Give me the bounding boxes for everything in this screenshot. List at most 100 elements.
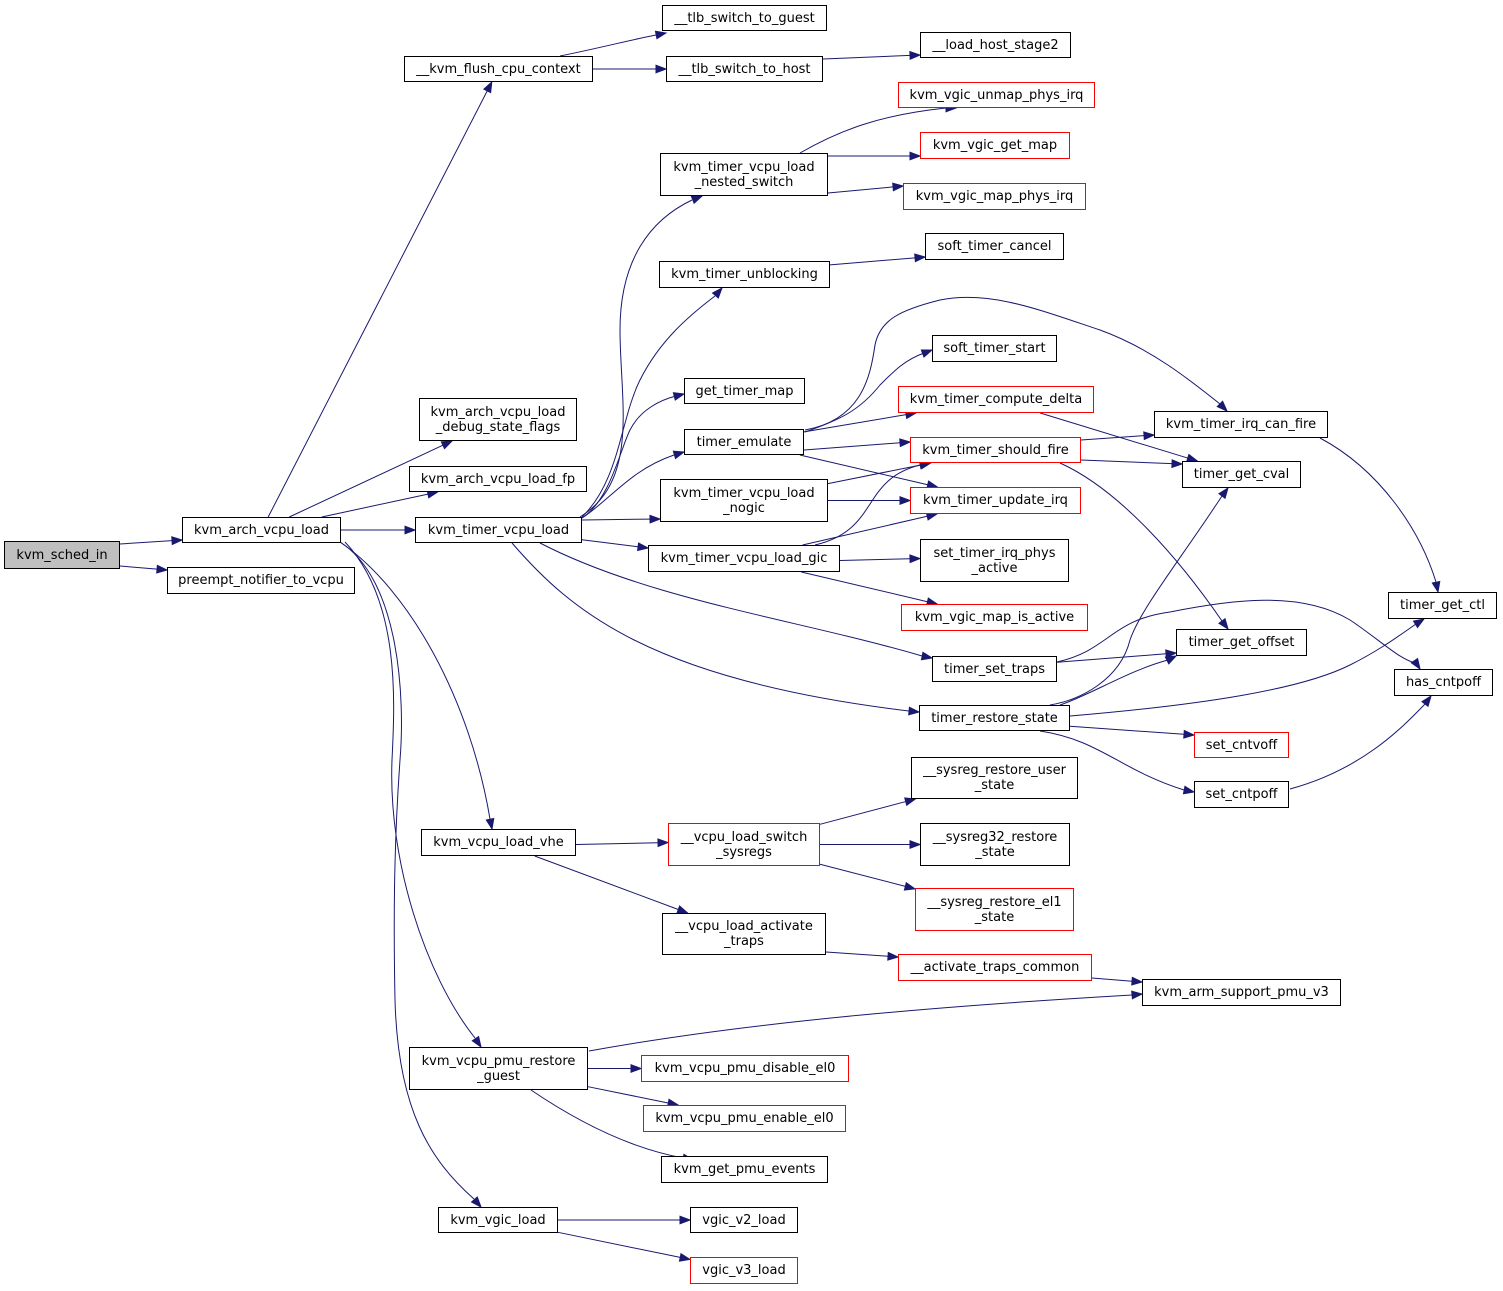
node-tlb-switch-to-guest[interactable]: __tlb_switch_to_guest [662,5,827,31]
edge-kvm-timer-vcpu-load-to-kvm-timer-vcpu-load-nested-switch [579,195,704,518]
node-set-timer-irq-phys-active[interactable]: set_timer_irq_phys _active [920,539,1069,582]
edge-kvm-vcpu-pmu-restore-guest-to-kvm-arm-support-pmu-v3 [588,990,1144,1052]
node-sysreg32-restore-state[interactable]: __sysreg32_restore _state [920,823,1070,866]
edge-kvm-timer-vcpu-load-nested-switch-to-kvm-vgic-map-phys-irq [827,182,905,194]
edge-timer-restore-state-to-timer-get-offset [1059,655,1178,706]
node-kvm-vcpu-pmu-disable-el0[interactable]: kvm_vcpu_pmu_disable_el0 [641,1055,849,1082]
edge-kvm-timer-vcpu-load-to-get-timer-map [581,392,686,519]
edge-timer-restore-state-to-timer-get-cval [1049,486,1229,706]
edge-kvm-timer-vcpu-load-gic-to-kvm-timer-should-fire [814,460,932,546]
edge-kvm-vcpu-pmu-restore-guest-to-kvm-vcpu-pmu-enable-el0 [587,1086,680,1108]
edge-timer-set-traps-to-timer-get-offset [1056,649,1178,663]
node-timer-get-cval[interactable]: timer_get_cval [1182,461,1301,488]
edge-kvm-arch-vcpu-load-to-kvm-flush-cpu-context [267,80,493,518]
edge-kvm-timer-vcpu-load-to-kvm-timer-vcpu-load-gic [581,539,650,552]
node-kvm-get-pmu-events[interactable]: kvm_get_pmu_events [661,1156,828,1183]
node-kvm-vgic-map-is-active[interactable]: kvm_vgic_map_is_active [901,604,1088,631]
edge-activate-traps-common-to-kvm-arm-support-pmu-v3 [1091,976,1144,986]
edge-kvm-sched-in-to-kvm-arch-vcpu-load [119,536,184,546]
node-vgic-v3-load[interactable]: vgic_v3_load [690,1257,798,1284]
edge-timer-emulate-to-kvm-timer-irq-can-fire [804,296,1228,431]
node-kvm-vgic-map-phys-irq[interactable]: kvm_vgic_map_phys_irq [903,183,1086,210]
node-kvm-timer-compute-delta[interactable]: kvm_timer_compute_delta [898,386,1094,413]
edge-kvm-timer-vcpu-load-to-kvm-timer-unblocking [581,286,723,518]
edge-set-cntpoff-to-has-cntpoff [1289,694,1432,790]
edge-kvm-vgic-load-to-vgic-v3-load [557,1231,692,1262]
edge-kvm-arch-vcpu-load-to-kvm-vcpu-load-vhe [339,541,495,831]
edge-kvm-timer-should-fire-to-kvm-timer-irq-can-fire [1080,431,1156,441]
edge-kvm-arch-vcpu-load-to-kvm-arch-vcpu-load-fp [321,489,440,518]
edge-vcpu-load-activate-traps-to-activate-traps-common [825,951,900,961]
node-kvm-vcpu-pmu-enable-el0[interactable]: kvm_vcpu_pmu_enable_el0 [643,1105,846,1132]
node-kvm-timer-vcpu-load-nogic[interactable]: kvm_timer_vcpu_load _nogic [660,479,828,522]
edge-kvm-arch-vcpu-load-to-kvm-vgic-load [339,541,482,1209]
node-set-cntvoff[interactable]: set_cntvoff [1194,732,1289,758]
edge-kvm-timer-vcpu-load-to-timer-emulate [581,450,686,519]
node-vcpu-load-switch-sysregs[interactable]: __vcpu_load_switch _sysregs [668,823,820,866]
node-timer-set-traps[interactable]: timer_set_traps [932,656,1057,682]
edge-vcpu-load-switch-sysregs-to-sysreg-restore-user-state [819,797,917,825]
node-kvm-timer-vcpu-load-gic[interactable]: kvm_timer_vcpu_load_gic [648,545,840,572]
edge-kvm-timer-vcpu-load-gic-to-set-timer-irq-phys-active [839,554,922,564]
edge-kvm-timer-vcpu-load-nested-switch-to-kvm-vgic-get-map [828,151,922,161]
node-kvm-arch-vcpu-load-debug-state-flags[interactable]: kvm_arch_vcpu_load _debug_state_flags [419,398,577,441]
node-has-cntpoff[interactable]: has_cntpoff [1394,669,1493,696]
edge-kvm-vcpu-pmu-restore-guest-to-kvm-vcpu-pmu-disable-el0 [588,1063,643,1074]
edge-timer-emulate-to-kvm-timer-should-fire [803,438,912,451]
node-soft-timer-start[interactable]: soft_timer_start [932,335,1057,362]
edge-kvm-flush-cpu-context-to-tlb-switch-to-guest [559,30,668,57]
node-activate-traps-common[interactable]: __activate_traps_common [898,954,1092,981]
node-get-timer-map[interactable]: get_timer_map [684,378,805,404]
node-kvm-timer-unblocking[interactable]: kvm_timer_unblocking [659,261,830,288]
node-kvm-flush-cpu-context[interactable]: __kvm_flush_cpu_context [404,56,593,82]
edge-kvm-vgic-load-to-vgic-v2-load [558,1215,692,1225]
node-load-host-stage2[interactable]: __load_host_stage2 [920,32,1071,58]
node-kvm-arm-support-pmu-v3[interactable]: kvm_arm_support_pmu_v3 [1142,979,1341,1006]
node-kvm-timer-irq-can-fire[interactable]: kvm_timer_irq_can_fire [1154,411,1328,438]
node-tlb-switch-to-host[interactable]: __tlb_switch_to_host [666,56,823,82]
node-set-cntpoff[interactable]: set_cntpoff [1194,781,1289,808]
edge-kvm-flush-cpu-context-to-tlb-switch-to-host [593,64,668,74]
node-kvm-arch-vcpu-load[interactable]: kvm_arch_vcpu_load [182,517,341,543]
edge-timer-restore-state-to-set-cntpoff [1039,730,1196,795]
node-timer-emulate[interactable]: timer_emulate [684,429,804,455]
edge-timer-restore-state-to-set-cntvoff [1069,725,1196,739]
node-kvm-vgic-get-map[interactable]: kvm_vgic_get_map [920,132,1070,159]
node-vcpu-load-activate-traps[interactable]: __vcpu_load_activate _traps [662,913,826,955]
node-kvm-arch-vcpu-load-fp[interactable]: kvm_arch_vcpu_load_fp [409,466,587,492]
edge-timer-set-traps-to-has-cntpoff [1056,599,1421,671]
node-kvm-timer-should-fire[interactable]: kvm_timer_should_fire [910,437,1081,463]
node-kvm-sched-in: kvm_sched_in [4,541,120,569]
edge-kvm-timer-should-fire-to-timer-get-cval [1080,459,1184,469]
node-kvm-vcpu-load-vhe[interactable]: kvm_vcpu_load_vhe [421,829,576,856]
edge-kvm-timer-vcpu-load-nogic-to-kvm-timer-update-irq [828,495,912,506]
node-kvm-timer-vcpu-load-nested-switch[interactable]: kvm_timer_vcpu_load _nested_switch [660,153,828,196]
edge-timer-restore-state-to-timer-get-ctl [1069,618,1426,717]
edge-kvm-sched-in-to-preempt-notifier-to-vcpu [119,564,169,574]
node-kvm-timer-vcpu-load[interactable]: kvm_timer_vcpu_load [415,517,582,543]
node-soft-timer-cancel[interactable]: soft_timer_cancel [925,233,1064,260]
node-kvm-vcpu-pmu-restore-guest[interactable]: kvm_vcpu_pmu_restore _guest [409,1047,588,1090]
node-timer-restore-state[interactable]: timer_restore_state [919,705,1070,731]
edge-kvm-arch-vcpu-load-to-kvm-vcpu-pmu-restore-guest [344,541,482,1049]
edge-kvm-timer-irq-can-fire-to-timer-get-ctl [1319,437,1441,594]
node-sysreg-restore-el1-state[interactable]: __sysreg_restore_el1 _state [915,888,1074,931]
edge-kvm-arch-vcpu-load-to-kvm-timer-vcpu-load [341,525,417,535]
edge-vcpu-load-switch-sysregs-to-sysreg-restore-el1-state [819,863,917,891]
edge-kvm-timer-vcpu-load-to-timer-restore-state [511,542,921,716]
node-timer-get-ctl[interactable]: timer_get_ctl [1388,592,1497,619]
node-kvm-timer-update-irq[interactable]: kvm_timer_update_irq [910,487,1081,514]
edge-timer-emulate-to-kvm-timer-compute-delta [803,410,918,433]
node-sysreg-restore-user-state[interactable]: __sysreg_restore_user _state [911,757,1078,799]
edge-kvm-vcpu-load-vhe-to-vcpu-load-activate-traps [534,855,689,914]
edge-kvm-timer-unblocking-to-soft-timer-cancel [829,253,927,266]
edge-kvm-timer-should-fire-to-timer-get-offset [1059,462,1229,631]
node-kvm-vgic-load[interactable]: kvm_vgic_load [438,1207,558,1233]
node-vgic-v2-load[interactable]: vgic_v2_load [690,1207,798,1233]
edge-kvm-timer-vcpu-load-nogic-to-kvm-timer-should-fire [827,460,933,485]
node-preempt-notifier-to-vcpu[interactable]: preempt_notifier_to_vcpu [167,567,355,594]
node-timer-get-offset[interactable]: timer_get_offset [1176,629,1307,656]
node-kvm-vgic-unmap-phys-irq[interactable]: kvm_vgic_unmap_phys_irq [898,82,1095,108]
